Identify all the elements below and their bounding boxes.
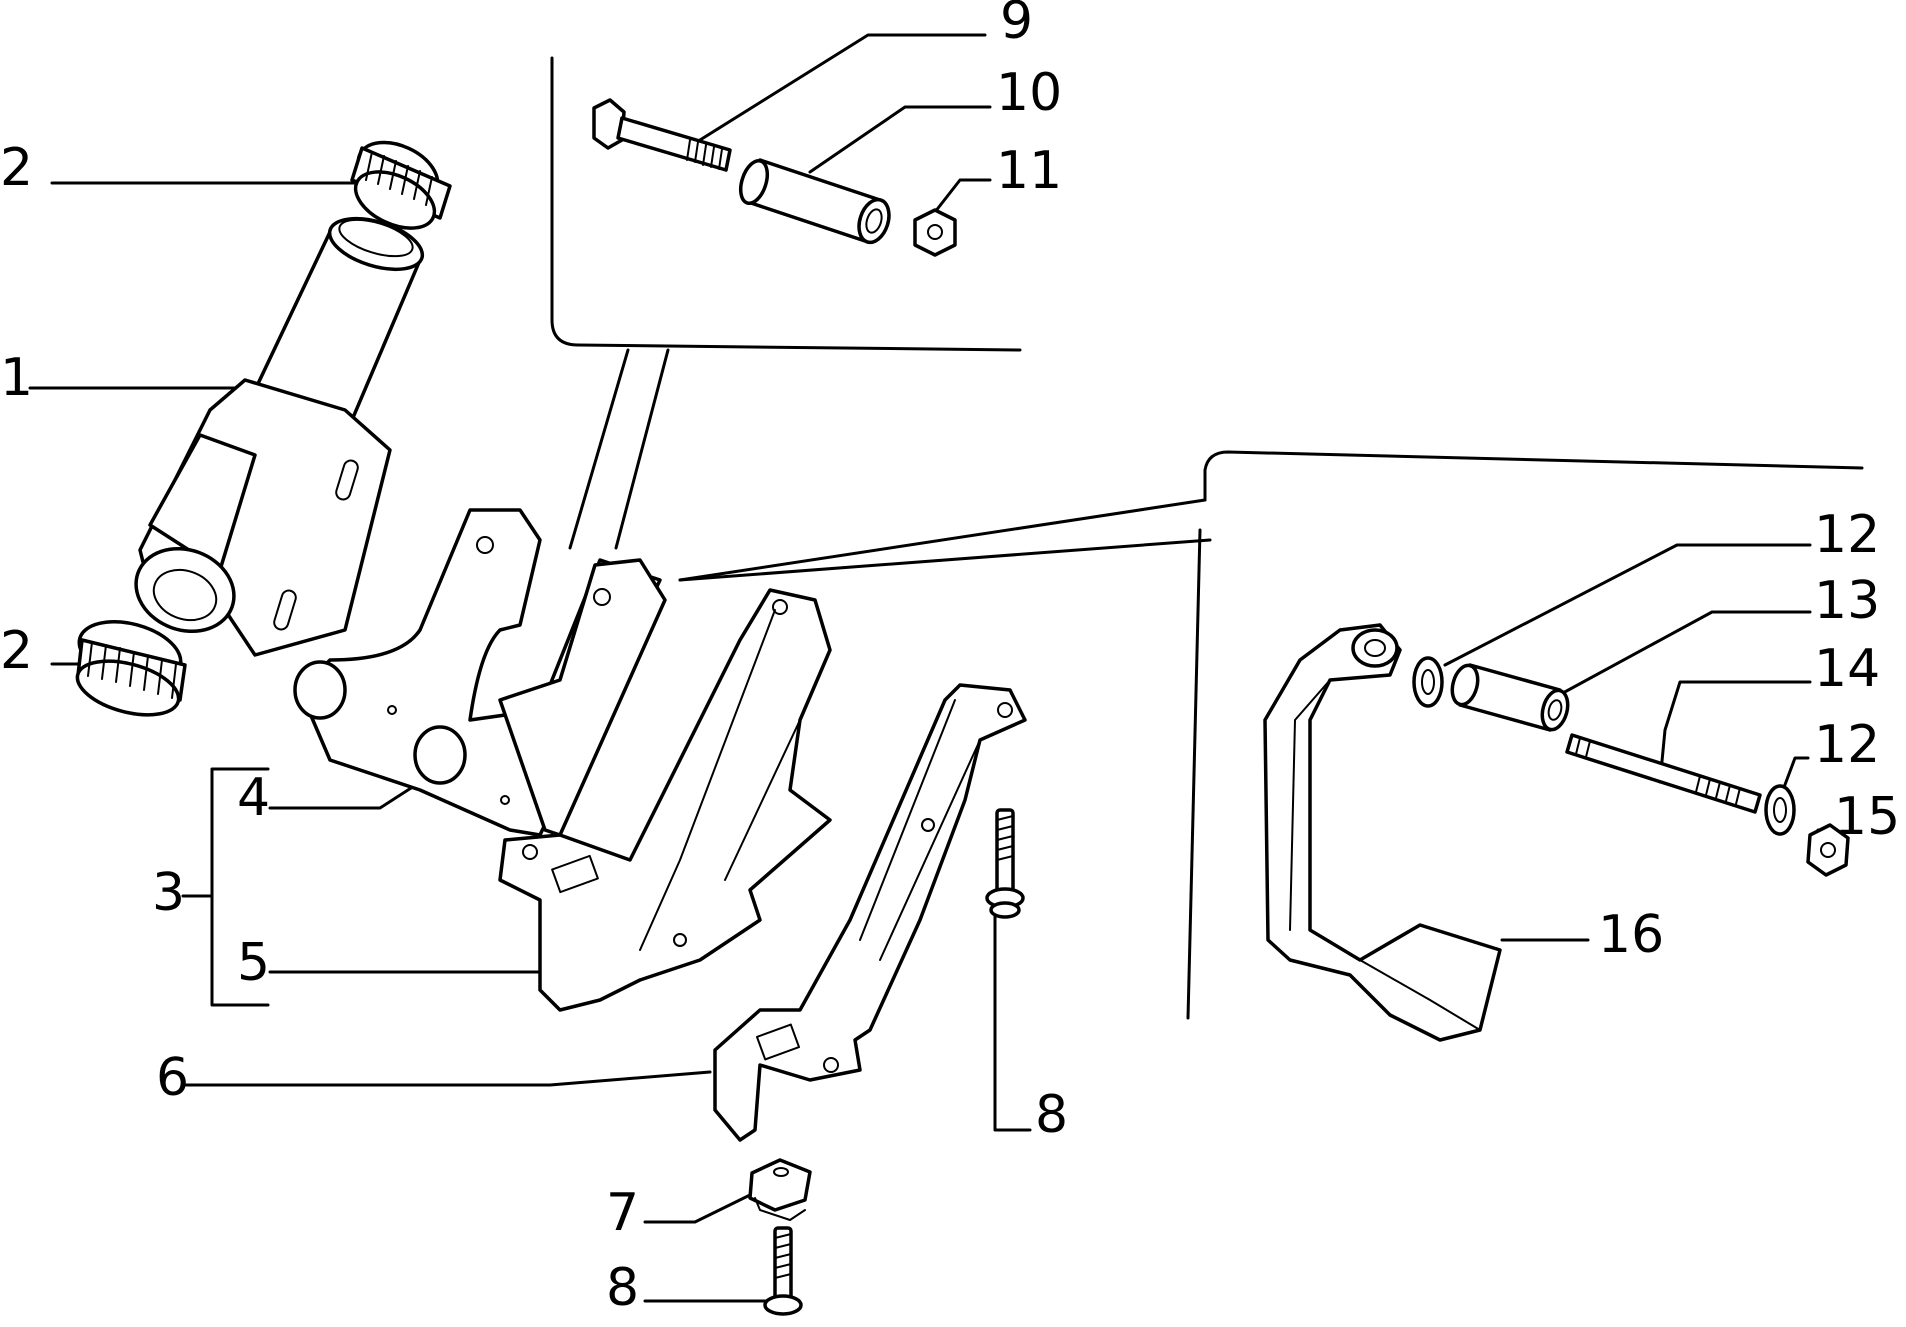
part-8-screw-right	[985, 808, 1025, 919]
leader-lines	[28, 33, 1832, 1303]
label-part-3: 3	[152, 863, 185, 923]
label-part-12-bottom: 12	[1814, 715, 1880, 775]
part-2-top-knurled-ring	[350, 140, 452, 230]
callout-borders	[550, 56, 1864, 1020]
part-14-long-bolt	[1565, 733, 1762, 814]
label-part-4: 4	[237, 768, 270, 828]
part-7-rubber-pad	[748, 1158, 812, 1221]
label-part-5: 5	[237, 933, 270, 993]
part-2-bottom-knurled-ring	[75, 620, 187, 717]
part-1-column-tube	[134, 216, 425, 657]
part-16-pedal-lever	[1263, 623, 1502, 1042]
label-part-13: 13	[1814, 571, 1880, 631]
part-6-lower-bracket	[713, 683, 1027, 1142]
label-part-16: 16	[1598, 905, 1664, 965]
part-15-nut	[1806, 823, 1850, 877]
label-part-14: 14	[1814, 639, 1880, 699]
part-5-mounting-bracket	[498, 588, 832, 1012]
label-part-2-bottom: 2	[0, 621, 33, 681]
label-part-2-top: 2	[0, 138, 33, 198]
part-4-bracket-plate	[293, 508, 667, 837]
label-part-1: 1	[0, 348, 33, 408]
label-part-12-top: 12	[1814, 505, 1880, 565]
label-part-8-bottom: 8	[606, 1258, 639, 1318]
part-10-sleeve	[738, 158, 891, 245]
part-12-washer-bottom	[1764, 784, 1796, 836]
label-part-9: 9	[1000, 0, 1033, 51]
part-12-washer-top	[1412, 656, 1444, 708]
label-part-10: 10	[996, 63, 1062, 123]
part-9-bolt	[592, 98, 732, 172]
part-8-screw-bottom	[763, 1226, 803, 1316]
label-part-6: 6	[156, 1048, 189, 1108]
label-part-11: 11	[996, 141, 1062, 201]
label-part-7: 7	[606, 1183, 639, 1243]
part-11-nut	[913, 208, 957, 257]
part-13-bushing	[1450, 663, 1570, 732]
label-part-8-right: 8	[1035, 1085, 1068, 1145]
